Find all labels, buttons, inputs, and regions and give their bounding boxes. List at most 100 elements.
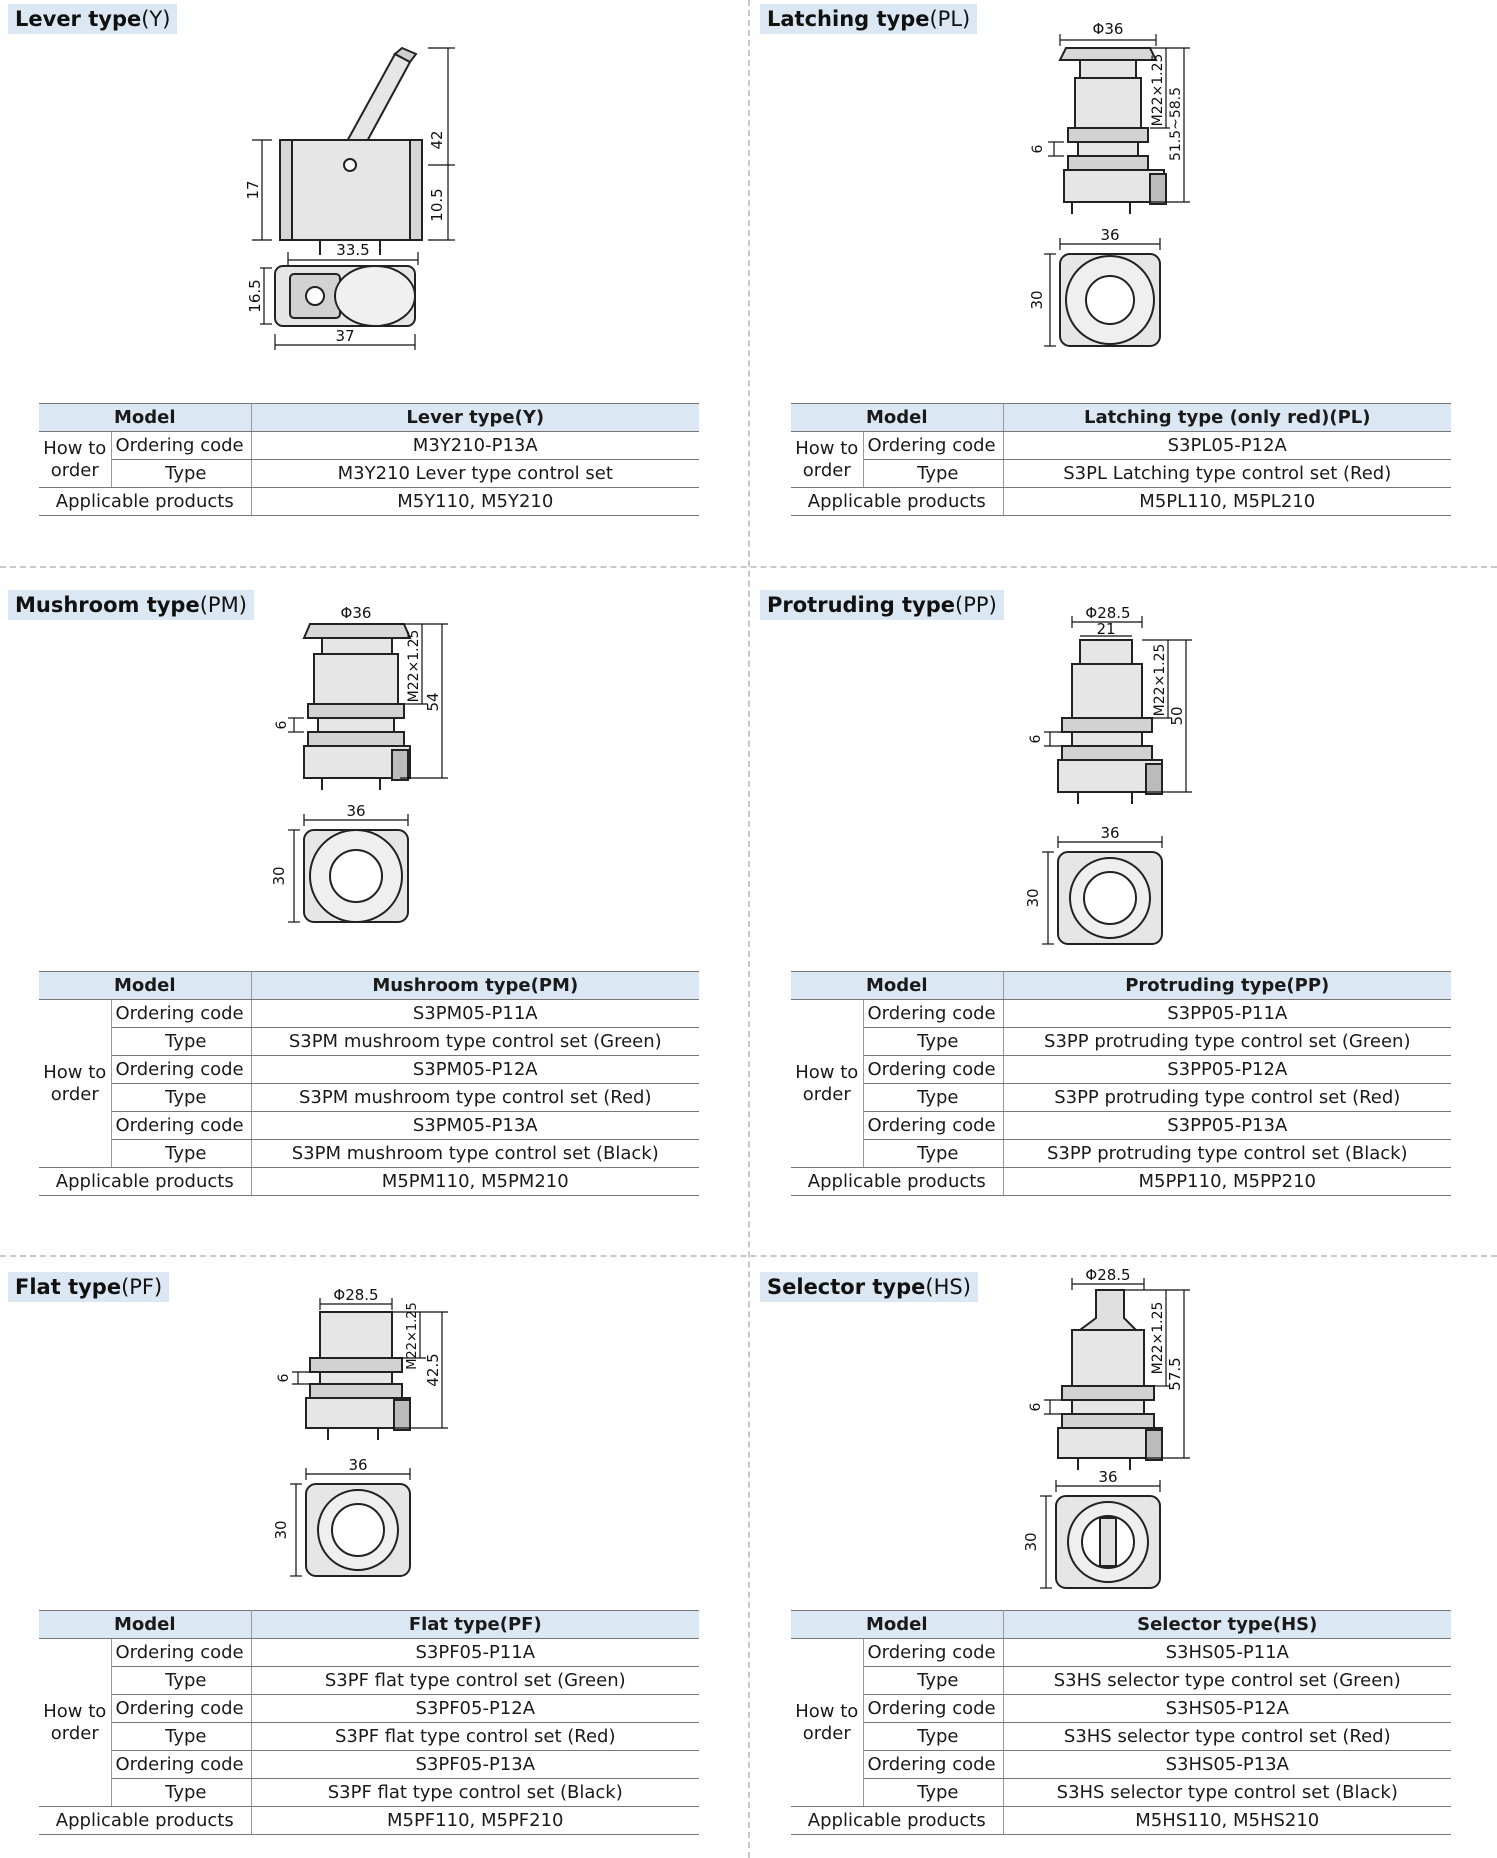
dim-nut: 6: [274, 720, 290, 729]
dim-plan-w: 36: [1100, 226, 1119, 244]
section-title: Lever type(Y): [8, 4, 178, 34]
dim-height: 54: [424, 692, 442, 711]
section-title: Selector type(HS): [760, 1272, 978, 1302]
section-flat-type: Flat type(PF) Φ28.5 M22×1: [0, 1268, 748, 1848]
dim-thread: M22×1.25: [406, 630, 422, 703]
section-title: Protruding type(PP): [760, 590, 1004, 620]
section-title: Latching type(PL): [760, 4, 978, 34]
dim-side: 17: [244, 180, 262, 199]
table-row: Applicable products M5PL110, M5PL210: [791, 487, 1451, 516]
dim-top-h: 16.5: [246, 279, 264, 312]
dim-nut: 6: [1030, 144, 1046, 153]
dim-height: 42.5: [424, 1353, 442, 1386]
dim-dia: Φ28.5: [333, 1286, 378, 1304]
table-row: Type M3Y210 Lever type control set: [39, 459, 699, 488]
dim-top-w: 37: [335, 327, 354, 345]
dim-plan-w: 36: [1098, 1468, 1117, 1486]
dim-plan-h: 30: [270, 866, 288, 885]
dim-plan-w: 36: [346, 802, 365, 820]
table-header-row: Model Mushroom type(PM): [39, 971, 699, 1000]
table-row: Ordering code S3PP05-P13A: [791, 1111, 1451, 1140]
dim-dia: Φ36: [341, 604, 372, 622]
table-row: Ordering code S3HS05-P13A: [791, 1750, 1451, 1779]
table-row: Type S3PF flat type control set (Green): [39, 1666, 699, 1695]
selector-type-drawing: Φ28.5 M22×1.25 57.5 6 36 30: [1022, 1266, 1190, 1589]
table-row: Type S3PM mushroom type control set (Red…: [39, 1083, 699, 1112]
table-row: Ordering code S3PP05-P12A: [791, 1055, 1451, 1084]
table-row: Type S3HS selector type control set (Gre…: [791, 1666, 1451, 1695]
table-row: Type S3PM mushroom type control set (Bla…: [39, 1139, 699, 1168]
dim-plan-w: 36: [348, 1456, 367, 1474]
section-latching-type: Latching type(PL): [752, 0, 1492, 580]
dim-height: 51.5~58.5: [1168, 87, 1184, 161]
vertical-divider: [748, 0, 750, 1858]
dim-thread: M22×1.25: [1150, 1302, 1166, 1375]
dim-plan-h: 30: [1022, 1532, 1040, 1551]
dim-inner: 21: [1096, 620, 1115, 638]
table-row: Type S3PF flat type control set (Red): [39, 1722, 699, 1751]
table-row: Type S3PP protruding type control set (B…: [791, 1139, 1451, 1168]
table-row: Type S3HS selector type control set (Red…: [791, 1722, 1451, 1751]
table-header-row: Model Protruding type(PP): [791, 971, 1451, 1000]
mushroom-type-drawing: Φ36 M22×1.25 54 6 36 30: [270, 604, 448, 923]
table-row: Applicable products M5HS110, M5HS210: [791, 1806, 1451, 1835]
table-row: Applicable products M5PP110, M5PP210: [791, 1167, 1451, 1196]
table-row: Type S3PL Latching type control set (Red…: [791, 459, 1451, 488]
dim-dia: Φ28.5: [1085, 604, 1130, 622]
protruding-type-drawing: Φ28.5 21 M22×1.25 50 6 36 30: [1024, 604, 1192, 945]
section-selector-type: Selector type(HS): [752, 1266, 1492, 1848]
section-lever-type: Lever type(Y): [0, 0, 740, 580]
dim-height: 57.5: [1166, 1357, 1184, 1390]
dim-thread: M22×1.25: [1152, 644, 1168, 717]
table-row: Ordering code S3PF05-P13A: [39, 1750, 699, 1779]
flat-type-drawing: Φ28.5 M22×1.25 42.5 6 36 30: [272, 1286, 448, 1577]
table-row: Ordering code S3PF05-P12A: [39, 1694, 699, 1723]
spec-table-latching: Model Latching type (only red)(PL) How t…: [791, 403, 1451, 516]
table-row: Type S3PP protruding type control set (R…: [791, 1083, 1451, 1112]
horizontal-divider-1: [0, 566, 1497, 568]
dim-pivot: 10.5: [428, 188, 446, 221]
lever-type-drawing: 42 10.5 17 33.5 16.5 37: [244, 46, 455, 350]
table-row: Ordering code S3PM05-P12A: [39, 1055, 699, 1084]
table-row: Ordering code S3PM05-P13A: [39, 1111, 699, 1140]
table-row: Applicable products M5PM110, M5PM210: [39, 1167, 699, 1196]
table-row: Type S3PP protruding type control set (G…: [791, 1027, 1451, 1056]
table-row: Applicable products M5PF110, M5PF210: [39, 1806, 699, 1835]
dim-plan-h: 30: [1028, 290, 1046, 309]
dim-thread: M22×1.25: [1150, 54, 1166, 127]
latching-type-drawing: Φ36 M22×1.25 51.5~58.5 6 36 30: [1028, 20, 1190, 347]
table-row: Type S3PM mushroom type control set (Gre…: [39, 1027, 699, 1056]
dim-nut: 6: [1028, 734, 1044, 743]
dim-plan-h: 30: [1024, 888, 1042, 907]
table-row: Type S3PF flat type control set (Black): [39, 1778, 699, 1807]
table-header-row: Model Selector type(HS): [791, 1610, 1451, 1639]
horizontal-divider-2: [0, 1255, 1497, 1257]
dim-plan-w: 36: [1100, 824, 1119, 842]
table-row: Type S3HS selector type control set (Bla…: [791, 1778, 1451, 1807]
dim-dia: Φ36: [1093, 20, 1124, 38]
dim-nut: 6: [1028, 1402, 1044, 1411]
section-title: Flat type(PF): [8, 1272, 170, 1302]
section-mushroom-type: Mushroom type(PM) Φ36: [0, 586, 748, 1196]
table-header-row: Model Lever type(Y): [39, 403, 699, 432]
dim-height-total: 42: [428, 130, 446, 149]
table-header-row: Model Latching type (only red)(PL): [791, 403, 1451, 432]
table-header-row: Model Flat type(PF): [39, 1610, 699, 1639]
